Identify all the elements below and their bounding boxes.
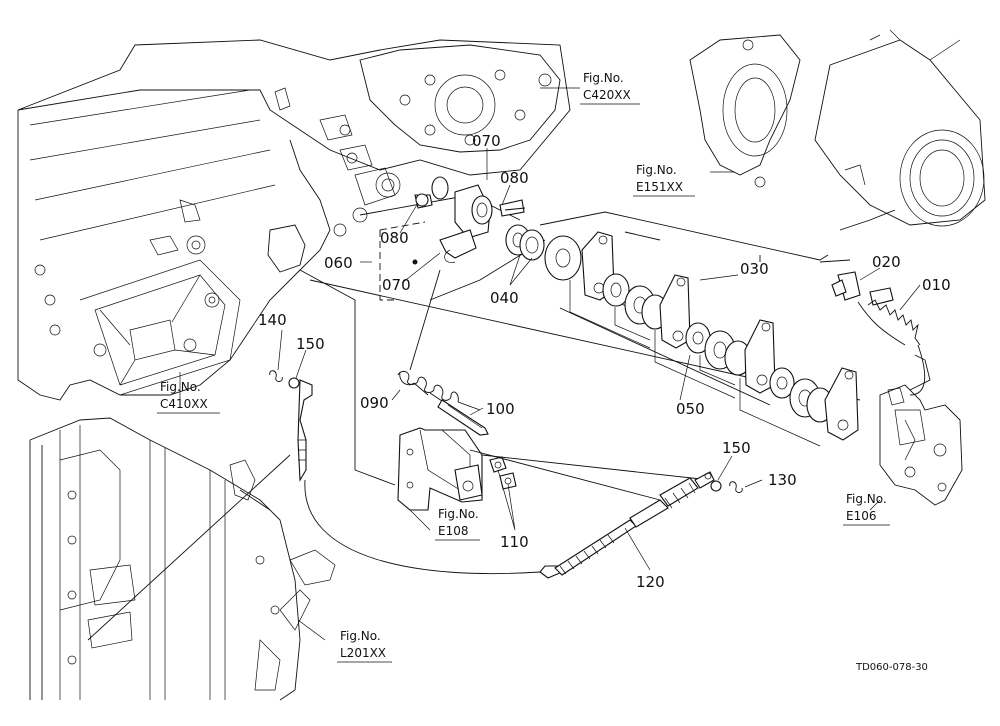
callout-100: 100 [486,400,515,418]
fig-ref-c410: Fig.No. C410XX [157,380,220,414]
fig-ref-l201: Fig.No. L201XX [337,629,392,663]
fig-ref-c420: Fig.No. C420XX [580,71,640,105]
leader-lines [179,87,921,641]
callout-080-right: 080 [500,169,529,187]
bracket-assembly [879,384,963,506]
transmission-housing [17,39,571,401]
front-axle-housing [689,29,986,227]
callout-020: 020 [872,253,901,271]
callout-140: 140 [258,311,287,329]
shaft-parts [412,176,545,265]
callout-150-left: 150 [296,335,325,353]
callout-050: 050 [676,400,705,418]
callout-010: 010 [922,276,951,294]
callout-090: 090 [360,394,389,412]
fig-ref-code: C420XX [583,88,631,102]
fig-ref-prefix: Fig.No. [583,71,624,85]
callout-070-upper: 070 [472,132,501,150]
fig-ref-prefix: Fig.No. [160,380,201,394]
fig-ref-code: E108 [438,524,469,538]
callout-080-left: 080 [380,229,409,247]
callout-130: 130 [768,471,797,489]
fig-ref-e108: Fig.No. E108 [435,507,480,541]
callout-040: 040 [490,289,519,307]
fig-ref-prefix: Fig.No. [846,492,887,506]
fig-ref-code: L201XX [340,646,386,660]
plate-stack [544,231,859,447]
spring-010 [831,271,926,396]
callout-120: 120 [636,573,665,591]
callout-150-right: 150 [722,439,751,457]
rod-100 [437,399,489,436]
lever-frame-l201 [29,417,336,701]
fig-ref-code: E106 [846,509,877,523]
callout-110: 110 [500,533,529,551]
callout-070-lower: 070 [382,276,411,294]
fig-ref-e151: Fig.No. E151XX [633,163,695,197]
fig-ref-prefix: Fig.No. [636,163,677,177]
drawing-code: TD060-078-30 [855,662,928,673]
callout-030: 030 [740,260,769,278]
callout-060: 060 [324,254,353,272]
fig-ref-e106: Fig.No. E106 [843,492,890,526]
fig-ref-code: E151XX [636,180,683,194]
cable-end-140-150 [269,370,313,482]
fig-ref-prefix: Fig.No. [438,507,479,521]
part-callouts: 070 080 080 060 070 040 030 050 020 010 … [258,132,951,591]
fig-ref-code: C410XX [160,397,208,411]
fig-ref-prefix: Fig.No. [340,629,381,643]
mounting-bracket-e108 [397,427,711,511]
cable-end-150-130 [710,480,743,493]
control-cable-120 [304,471,715,579]
